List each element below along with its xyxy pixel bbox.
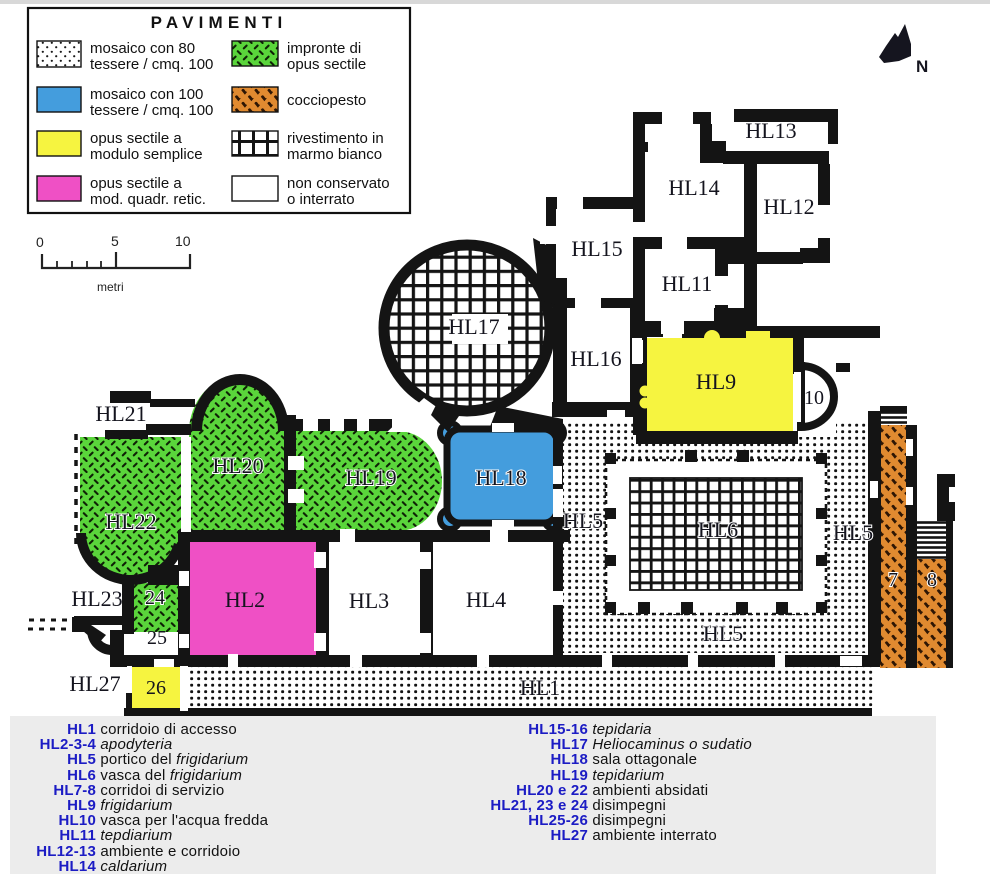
svg-text:HL18: HL18 xyxy=(475,465,526,490)
svg-text:HL11: HL11 xyxy=(662,271,713,296)
svg-text:HL12: HL12 xyxy=(763,194,814,219)
svg-text:10: 10 xyxy=(804,387,824,409)
svg-text:10: 10 xyxy=(175,233,191,249)
svg-text:opus sectile a: opus sectile a xyxy=(90,175,182,192)
svg-text:tessere / cmq. 100: tessere / cmq. 100 xyxy=(90,102,213,119)
svg-text:HL19: HL19 xyxy=(345,465,396,490)
svg-text:HL23: HL23 xyxy=(71,586,122,611)
svg-text:HL5: HL5 xyxy=(703,621,743,646)
svg-text:HL15: HL15 xyxy=(571,236,622,261)
svg-text:HL4: HL4 xyxy=(466,587,506,612)
svg-text:marmo bianco: marmo bianco xyxy=(287,146,382,163)
svg-text:metri: metri xyxy=(97,280,124,294)
svg-text:HL27: HL27 xyxy=(69,671,120,696)
svg-text:tessere / cmq. 100: tessere / cmq. 100 xyxy=(90,56,213,73)
svg-text:N: N xyxy=(916,57,928,76)
svg-text:o interrato: o interrato xyxy=(287,191,355,208)
svg-text:HL5: HL5 xyxy=(833,520,873,545)
svg-text:HL21: HL21 xyxy=(95,401,146,426)
svg-text:rivestimento in: rivestimento in xyxy=(287,130,384,147)
svg-text:HL2: HL2 xyxy=(225,587,265,612)
svg-text:HL6: HL6 xyxy=(698,517,738,542)
svg-text:HL16: HL16 xyxy=(570,346,621,371)
svg-text:mod. quadr. retic.: mod. quadr. retic. xyxy=(90,191,206,208)
svg-text:HL20: HL20 xyxy=(212,453,263,478)
svg-text:HL17: HL17 xyxy=(448,314,499,339)
svg-text:HL13: HL13 xyxy=(745,118,796,143)
svg-text:non conservato: non conservato xyxy=(287,175,390,192)
svg-text:mosaico con 100: mosaico con 100 xyxy=(90,86,203,103)
svg-text:opus sectile a: opus sectile a xyxy=(90,130,182,147)
svg-text:7: 7 xyxy=(888,569,898,591)
svg-text:cocciopesto: cocciopesto xyxy=(287,92,366,109)
svg-text:HL5: HL5 xyxy=(563,508,603,533)
svg-text:HL14: HL14 xyxy=(668,175,719,200)
svg-text:HL1: HL1 xyxy=(520,675,560,700)
svg-text:mosaico con 80: mosaico con 80 xyxy=(90,40,195,57)
svg-text:26: 26 xyxy=(146,677,166,699)
svg-text:modulo semplice: modulo semplice xyxy=(90,146,203,163)
svg-text:HL9: HL9 xyxy=(696,369,736,394)
svg-text:impronte di: impronte di xyxy=(287,40,361,57)
svg-text:8: 8 xyxy=(927,569,937,591)
svg-text:opus sectile: opus sectile xyxy=(287,56,366,73)
svg-text:HL22: HL22 xyxy=(105,509,156,534)
svg-text:0: 0 xyxy=(36,234,44,250)
svg-text:HL3: HL3 xyxy=(349,588,389,613)
svg-text:24: 24 xyxy=(145,587,165,609)
svg-text:5: 5 xyxy=(111,233,119,249)
svg-text:25: 25 xyxy=(147,627,167,649)
svg-text:PAVIMENTI: PAVIMENTI xyxy=(151,13,288,32)
